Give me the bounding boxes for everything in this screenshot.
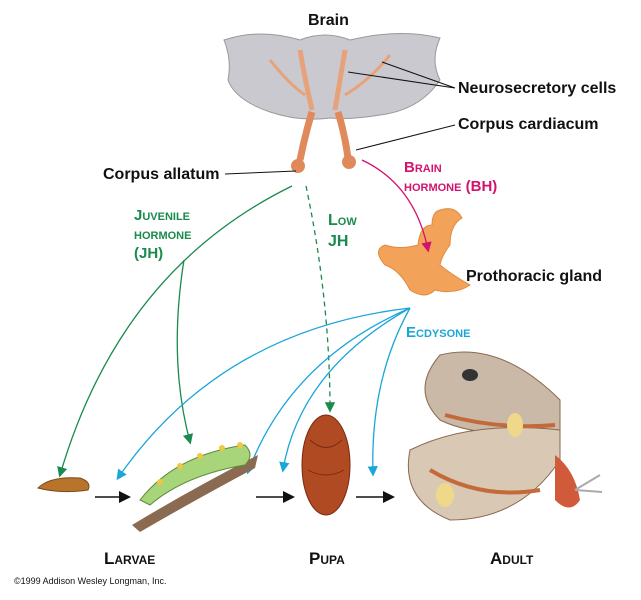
ecdysone-arrows	[116, 307, 411, 481]
brain-hormone-arrow	[361, 159, 432, 253]
ecdysone-label: Ecdysone	[406, 324, 471, 341]
moth-illustration	[407, 351, 603, 521]
corpus-allatum-label: Corpus allatum	[103, 166, 220, 183]
larvae-label: Larvae	[104, 549, 156, 568]
pupa-label: Pupa	[309, 549, 345, 568]
small-larva-illustration	[37, 477, 90, 493]
adult-label: Adult	[490, 549, 534, 568]
copyright-notice: ©1999 Addison Wesley Longman, Inc.	[14, 576, 167, 586]
brain-hormone-label: Brain hormone (BH)	[404, 159, 498, 195]
low-jh-label: Low JH	[328, 212, 357, 250]
low-jh-arrow	[305, 185, 336, 413]
brain-illustration	[223, 33, 441, 120]
prothoracic-gland-label: Prothoracic gland	[466, 268, 603, 285]
corpus-allatum-illustration	[291, 159, 305, 173]
corpus-cardiacum-label: Corpus cardiacum	[458, 116, 599, 133]
neurosecretory-cells-label: Neurosecretory cells	[458, 80, 617, 97]
juvenile-hormone-arrow-larva	[57, 185, 293, 478]
brain-label: Brain	[308, 12, 349, 29]
juvenile-hormone-arrow-caterpillar	[176, 259, 194, 445]
prothoracic-gland-illustration	[378, 208, 471, 296]
pupa-illustration	[301, 414, 351, 516]
twig-illustration	[132, 455, 258, 532]
juvenile-hormone-label: Juvenile hormone (JH)	[134, 207, 192, 262]
corpus-cardiacum-illustration	[296, 110, 352, 161]
